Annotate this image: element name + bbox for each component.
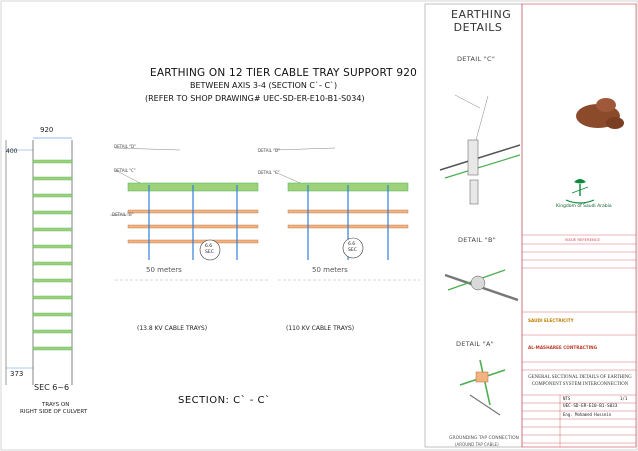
title-block-frame bbox=[521, 3, 637, 448]
panel-110kv-kv1: 6.6 bbox=[348, 242, 356, 247]
side-tray-tier bbox=[32, 278, 73, 283]
drawing-no: UEC-SD-ER-E10-B1-S033 bbox=[563, 404, 618, 409]
bottom-note-2: (AROUND TAP CABLE) bbox=[455, 442, 499, 447]
drawing-sheet-no: 1/1 bbox=[620, 396, 628, 401]
issue-reference: ISSUE REFERENCE bbox=[565, 237, 600, 242]
side-tray-tier bbox=[32, 227, 73, 232]
panel-110kv-span: 50 meters bbox=[312, 266, 348, 274]
detail-a-drawing bbox=[459, 359, 506, 416]
side-tray-tier bbox=[32, 210, 73, 215]
dim-top: 920 bbox=[40, 126, 54, 134]
kingdom-label: Kingdom of Saudi Arabia bbox=[556, 204, 612, 209]
clamp-photo bbox=[576, 98, 624, 129]
detail-c-drawing bbox=[439, 94, 521, 205]
contractor-2: AL-MASHAREE CONTRACTING bbox=[528, 345, 598, 350]
panel-13kv-span: 50 meters bbox=[146, 266, 182, 274]
tag-detail-b-left: DETAIL "B" bbox=[112, 212, 134, 217]
details-header-1: EARTHING bbox=[451, 8, 512, 21]
details-header-2: DETAILS bbox=[453, 21, 503, 34]
panel-13kv-kv2: SEC bbox=[205, 250, 214, 255]
tag-detail-c-left: DETAIL "C" bbox=[114, 168, 136, 173]
panel-110kv bbox=[274, 147, 420, 281]
main-reference: (REFER TO SHOP DRAWING# UEC-SD-ER-E10-B1… bbox=[145, 94, 365, 103]
drawing-title-2: COMPONENT SYSTEM INTERCONNECTION bbox=[531, 382, 629, 387]
trays-caption-1: TRAYS ON bbox=[42, 402, 70, 408]
drawing-author: Eng. Mohamed Hussein bbox=[563, 412, 612, 417]
details-header: EARTHING DETAILS bbox=[451, 8, 512, 34]
main-subtitle: BETWEEN AXIS 3-4 (SECTION C`- C`) bbox=[190, 81, 338, 90]
dim-side: 400 bbox=[6, 148, 18, 155]
panel-110kv-kv2: SEC bbox=[348, 248, 357, 253]
side-tray-tier bbox=[32, 312, 73, 317]
detail-a-label: DETAIL "A" bbox=[456, 340, 495, 348]
tag-detail-d-right: DETAIL "D" bbox=[258, 148, 280, 153]
detail-b-label: DETAIL "B" bbox=[458, 236, 497, 244]
section-label: SECTION: C` - C` bbox=[178, 395, 271, 406]
detail-b-drawing bbox=[444, 269, 519, 302]
side-tray-tier bbox=[32, 193, 73, 198]
panel-110kv-caption: (110 KV CABLE TRAYS) bbox=[286, 325, 355, 332]
side-tray-tier bbox=[32, 176, 73, 181]
trays-caption-2: RIGHT SIDE OF CULVERT bbox=[20, 409, 88, 415]
side-tray-tier bbox=[32, 295, 73, 300]
main-title: EARTHING ON 12 TIER CABLE TRAY SUPPORT 9… bbox=[150, 67, 417, 79]
bottom-note-1: GROUNDING TAP CONNECTION bbox=[449, 436, 519, 441]
detail-c-label: DETAIL "C" bbox=[457, 55, 496, 63]
panel-13kv-kv1: 6.6 bbox=[205, 244, 213, 249]
title-block-lines bbox=[522, 234, 636, 447]
drawing-scale: NTS bbox=[563, 396, 571, 401]
panel-13kv-caption: (13.8 KV CABLE TRAYS) bbox=[137, 325, 208, 332]
tag-detail-c-right: DETAIL "C" bbox=[258, 170, 280, 175]
side-tray-tier bbox=[32, 159, 73, 164]
side-tray-tier bbox=[32, 346, 73, 351]
side-tray-tier bbox=[32, 244, 73, 249]
saudi-logo bbox=[565, 179, 595, 204]
side-tray-tier bbox=[32, 261, 73, 266]
drawing-title-1: GENERAL SECTIONAL DETAILS OF EARTHING bbox=[528, 375, 632, 380]
section-caption: SEC 6~6 bbox=[34, 383, 70, 392]
contractor-1: SAUDI ELECTRICITY bbox=[528, 318, 574, 323]
side-trays bbox=[32, 159, 73, 351]
side-tray-tier bbox=[32, 329, 73, 334]
drawing-title: GENERAL SECTIONAL DETAILS OF EARTHING CO… bbox=[526, 374, 634, 388]
tag-detail-d-left: DETAIL "D" bbox=[114, 144, 136, 149]
panel-13kv bbox=[110, 147, 270, 281]
dim-bottom: 373 bbox=[10, 370, 24, 378]
